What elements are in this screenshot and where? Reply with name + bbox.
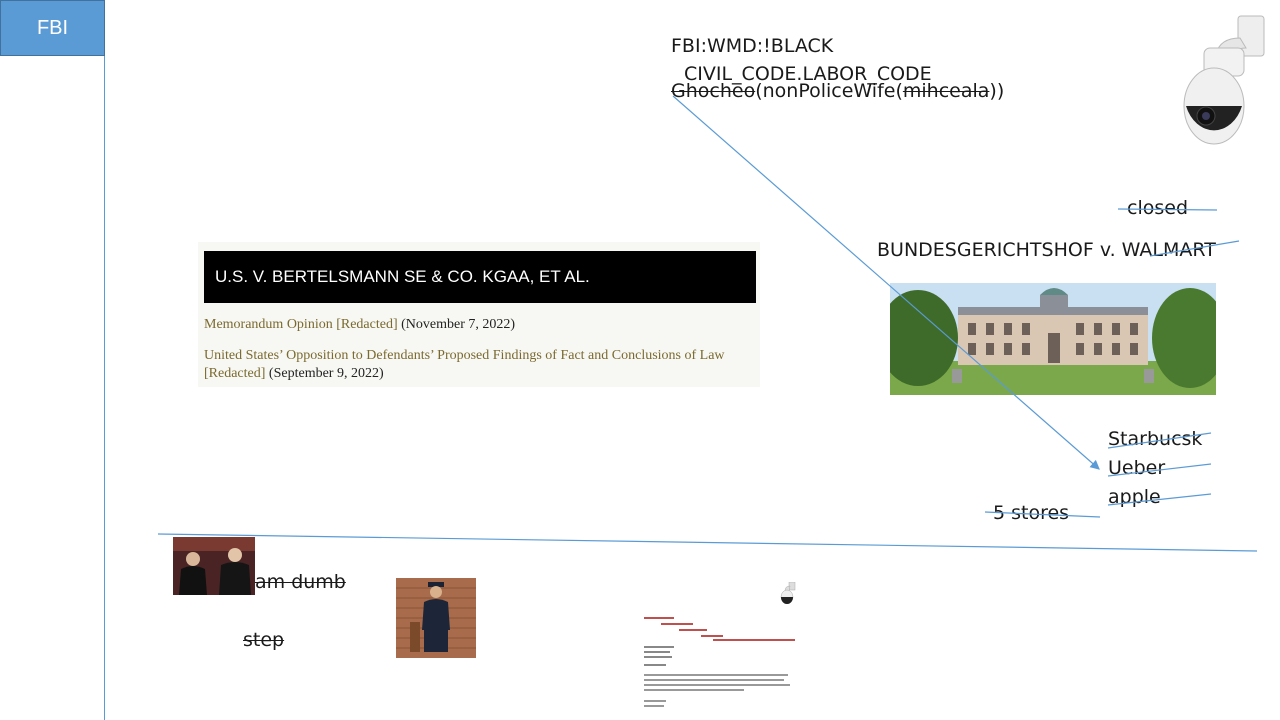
nonpolicewife-text: (nonPoliceWife( bbox=[755, 80, 903, 102]
am-dumb-text: am dumb bbox=[255, 571, 346, 593]
letter-line bbox=[644, 705, 664, 707]
letter-line bbox=[644, 656, 672, 658]
letter-line bbox=[679, 629, 707, 631]
opposition-link-redacted[interactable]: [Redacted] bbox=[204, 366, 266, 381]
step-text: step bbox=[243, 629, 285, 651]
letter-line bbox=[644, 664, 666, 666]
stores-count: 5 stores bbox=[993, 502, 1070, 524]
store-starbucks: Starbucsk bbox=[1108, 428, 1203, 450]
store-apple: apple bbox=[1108, 486, 1161, 508]
letter-line bbox=[644, 646, 674, 648]
letter-line bbox=[644, 679, 784, 681]
case-title: U.S. V. BERTELSMANN SE & CO. KGAA, ET AL… bbox=[204, 251, 756, 303]
letter-line bbox=[644, 689, 744, 691]
store-ueber: Ueber bbox=[1108, 457, 1166, 479]
court-title: BUNDESGERICHTSHOF v. WALMART bbox=[877, 239, 1216, 261]
case-title-text: U.S. V. BERTELSMANN SE & CO. KGAA, ET AL… bbox=[215, 267, 590, 286]
memorandum-link[interactable]: Memorandum Opinion [Redacted] bbox=[204, 317, 398, 332]
letter-document bbox=[641, 610, 801, 710]
struck-name: Ghocheo bbox=[671, 80, 756, 102]
court-building-image bbox=[890, 283, 1216, 395]
security-camera-icon bbox=[1183, 15, 1265, 145]
fbi-tab-label: FBI bbox=[36, 16, 69, 39]
letter-line bbox=[644, 651, 670, 653]
header-line-3: Ghocheo(nonPoliceWife(mihceala)) bbox=[671, 80, 1004, 102]
justices-photo bbox=[173, 537, 255, 595]
letter-line bbox=[644, 617, 674, 619]
case-card: U.S. V. BERTELSMANN SE & CO. KGAA, ET AL… bbox=[198, 242, 760, 387]
letter-line bbox=[644, 674, 788, 676]
fbi-tab[interactable]: FBI bbox=[0, 0, 105, 56]
letter-line bbox=[644, 684, 790, 686]
opposition-date: (September 9, 2022) bbox=[268, 366, 384, 381]
letter-line bbox=[701, 635, 723, 637]
closing-parens: )) bbox=[989, 80, 1005, 102]
letter-line bbox=[644, 700, 666, 702]
struck-name-2: mihceala bbox=[902, 80, 990, 102]
closed-label: closed bbox=[1127, 197, 1188, 219]
header-line-1: FBI:WMD:!BLACK bbox=[671, 35, 834, 57]
left-divider bbox=[104, 56, 105, 720]
memorandum-date: (November 7, 2022) bbox=[401, 317, 516, 332]
opposition-link[interactable]: United States’ Opposition to Defendants’… bbox=[204, 348, 725, 363]
letter-line bbox=[713, 639, 795, 641]
letter-line bbox=[661, 623, 693, 625]
police-officer-photo bbox=[396, 578, 476, 658]
header-line-2: CIVIL_CODE.LABOR_CODE bbox=[684, 63, 932, 85]
mini-camera-icon bbox=[780, 582, 796, 604]
case-document-2: United States’ Opposition to Defendants’… bbox=[204, 347, 749, 383]
case-document-1: Memorandum Opinion [Redacted] (November … bbox=[204, 316, 515, 334]
horizontal-divider bbox=[157, 533, 1258, 552]
